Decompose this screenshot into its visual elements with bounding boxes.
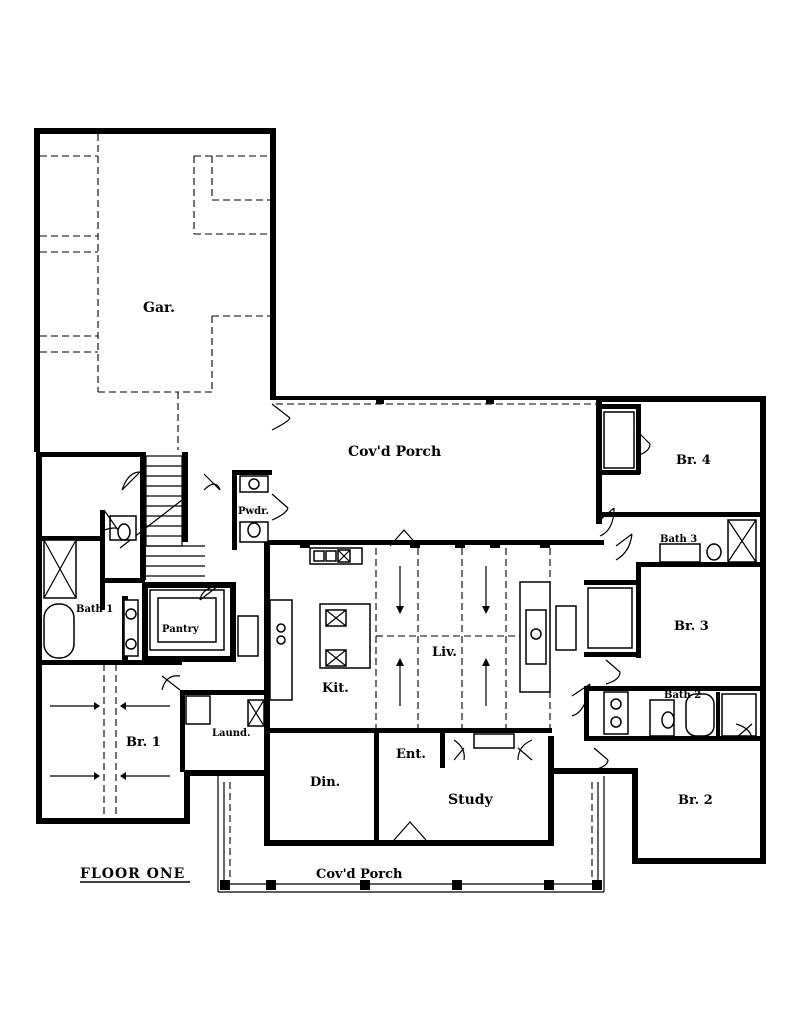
garage-overlays xyxy=(34,134,270,450)
doors xyxy=(103,403,753,841)
label-kit: Kit. xyxy=(322,681,349,696)
label-covd-porch-rear: Cov'd Porch xyxy=(348,444,441,460)
br1-ceiling xyxy=(50,664,170,818)
label-pwdr: Pwdr. xyxy=(238,506,269,517)
fixtures xyxy=(43,411,757,749)
label-bath1: Bath 1 xyxy=(76,604,113,615)
front-porch xyxy=(217,776,605,893)
rear-porch-beams xyxy=(276,396,596,548)
label-study: Study xyxy=(448,792,494,808)
label-br1: Br. 1 xyxy=(126,735,161,750)
label-bath3: Bath 3 xyxy=(660,534,697,545)
label-br4: Br. 4 xyxy=(676,453,711,468)
label-liv: Liv. xyxy=(432,645,457,660)
label-din: Din. xyxy=(310,775,340,790)
label-garage: Gar. xyxy=(143,300,175,316)
label-pantry: Pantry xyxy=(162,624,200,635)
interior-walls xyxy=(40,404,760,846)
room-labels: Gar. Cov'd Porch Br. 4 Bath 3 Br. 3 Bath… xyxy=(76,300,713,882)
label-laund: Laund. xyxy=(212,728,251,739)
plan-title: FLOOR ONE xyxy=(80,866,185,882)
label-bath2: Bath 2 xyxy=(664,690,701,701)
label-covd-porch-front: Cov'd Porch xyxy=(316,867,403,882)
plan-title-group: FLOOR ONE xyxy=(80,866,190,883)
label-ent: Ent. xyxy=(396,747,426,762)
label-br2: Br. 2 xyxy=(678,793,713,808)
exterior-walls xyxy=(34,128,766,864)
label-br3: Br. 3 xyxy=(674,619,709,634)
